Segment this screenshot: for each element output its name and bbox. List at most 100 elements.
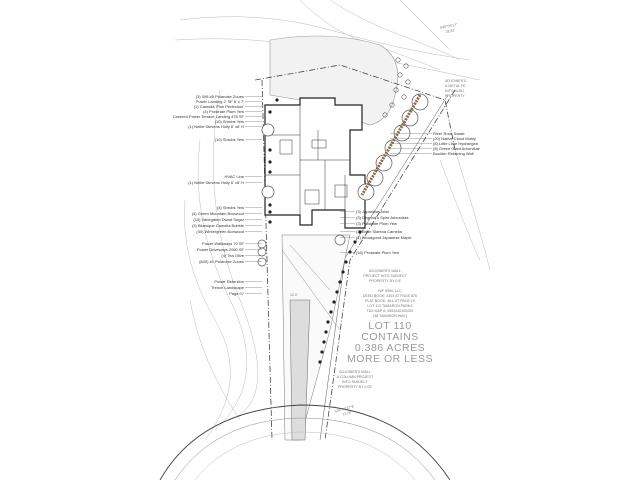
shrub-ring [405,79,411,85]
plant-label: (1) Nellie Stevens Holly 6' x8' H [188,124,244,129]
shrub-mark [320,350,324,354]
shrub-mark [322,340,326,344]
adjoiner-wall-note: ADJOINER'S WALL PROJECT INTO SUBJECT PRO… [363,269,407,283]
adjoiner-column-note: ADJOINER'S WALL & COLUMN PROJECT INTO SU… [337,370,375,389]
shrub-ring [403,63,409,69]
lawn-area [269,35,399,126]
shrub-mark [268,220,272,224]
note-line: ADJOINER'S WALL [339,370,371,374]
owner-line: DEED BOOK: 3303 AT PAGE 876 [363,294,417,298]
plant-label: (3) Degroot's Spire Arborvitae [356,215,409,220]
owner-line: N/F 9550, LLC [378,289,402,293]
note-line: ADJOINER'S WALL [369,269,401,273]
plant-label: (30) Wintergreen Boxwood [196,229,244,234]
plant-label: (3) Bluesque Camelia Bubble [192,223,245,228]
plant-label: (4) Prostrate Plum Yew [203,109,244,114]
distance-text: 31.81' [445,28,456,34]
lot-line: CONTAINS [361,331,418,343]
shrub-mark [341,270,345,274]
plant-label: (3) Prostrate Plum Yew [356,221,397,226]
plant-label: Covered Power Terrace Landing 478 SF [173,114,245,119]
plant-label: Page 07 [229,291,245,296]
note-line: & COLUMN PROJECT [337,375,375,379]
shrub-mark [329,310,333,314]
bearing-text: S45°04'27"E [334,404,355,413]
plant-label: (1) Nellie Stevens Holly 6' x8' H [188,180,244,185]
shrub-mark [318,360,322,364]
trees [257,93,429,267]
shrub-mark [338,280,342,284]
plant-label: HVAC Line [225,174,245,179]
plant-label: Power Retention [214,279,244,284]
shrub-ring [393,87,399,93]
shrub-mark [335,290,339,294]
owner-line: LOT 110 TAMARON PARKS [367,304,413,308]
shrub-mark [353,240,357,244]
plant-label: (840) #1 Polaroise Zoues [199,259,244,264]
adjoiner-top-note: ADJOINER'S & METAL FE INTO SUBJ PROPERTY [445,79,467,98]
owner-line: PLAT BOOK: 48-L AT PAGE 19 [365,299,415,303]
shrub-mark [332,300,336,304]
plant-label: (16) Prostrate Plum Yew [356,250,399,255]
right-plant-labels: River Rock Swale(20) Native Cloud Muhly(… [390,131,481,156]
owner-line: (38 TAMARON WAY) [373,314,407,318]
note-line: INTO SUBJ [445,89,464,93]
plant-label: River Rock Swale [433,131,465,136]
plant-label: (8) Green Giant Arborvitae [433,146,481,151]
shrub-mark [268,148,272,152]
house-footprint [264,97,366,229]
owner-info: N/F 9550, LLC DEED BOOK: 3303 AT PAGE 87… [363,289,417,318]
plant-label: Power Landing 2' SF 8' x 7' [196,99,245,104]
small-shrub-circles [382,57,411,118]
shrub-mark [358,230,362,234]
shrub-mark [268,110,272,114]
dimension-text: 12.0' [290,293,298,297]
shrub-mark [344,260,348,264]
shrub-mark [268,160,272,164]
plant-label: (10) Shrubs Yew [215,137,244,142]
lower-plant-labels: (3) Japanese Arise(3) Degroot's Spire Ar… [340,209,412,255]
shrubs [268,98,362,364]
shrub-mark [268,203,272,207]
shrub-ring [395,57,401,63]
shrub-mark [275,98,279,102]
plant-label: (4) Tea Olive [221,253,244,258]
note-line: PROJECT INTO SUBJECT [363,274,407,278]
contour-lines [174,0,491,441]
plant-label: (1) Camelia 'Pink Perfection' [194,104,244,109]
shrub-mark [326,320,330,324]
bearing-text: S45°05'17" [440,23,459,30]
plant-label: (3) 008 #5 Polaroise Zoues [196,94,244,99]
distance-text: 13.00' [342,410,353,416]
shrub-mark [324,330,328,334]
note-line: PROPERTY [445,94,465,98]
note-line: INTO SUBJECT [342,380,369,384]
owner-line: TAX MAP #: 0553440102000 [367,309,413,313]
shrub-mark [268,210,272,214]
plant-label: Boulder Retaining Wall [433,151,474,156]
lot-line: MORE OR LESS [347,353,433,365]
note-line: & METAL FE [445,84,466,88]
plant-label: (8) Little Lime Hydrangea [433,141,479,146]
plant-label: (4) Shrubs Yew [217,205,244,210]
shrub-ring [401,94,407,100]
bearing-top: S45°05'17" 31.81' [440,23,459,34]
plant-label: Power Walkways 70 SF [202,241,245,246]
lot-area-label: LOT 110 CONTAINS 0.386 ACRES MORE OR LES… [347,320,433,365]
plant-label: (10) Variegated Dwarf Sugar [193,217,244,222]
note-line: PROPERTY BY 0.02' [338,385,372,389]
plant-label: (3) Brian Skeena Camelia [356,229,403,234]
plant-label: (4) Green Mountain Boxwood [192,211,244,216]
shrub-ring [397,72,403,78]
plant-label: (3) Japanese Arise [356,209,390,214]
shrub-ring [382,112,388,118]
cul-de-sac [159,404,451,480]
plant-label: Power Driveways 2060 SF [197,247,245,252]
lot-line: LOT 110 [368,320,411,332]
shrub-mark [348,250,352,254]
note-line: PROPERTY BY 0.8' [369,279,401,283]
note-line: ADJOINER'S [445,79,467,83]
